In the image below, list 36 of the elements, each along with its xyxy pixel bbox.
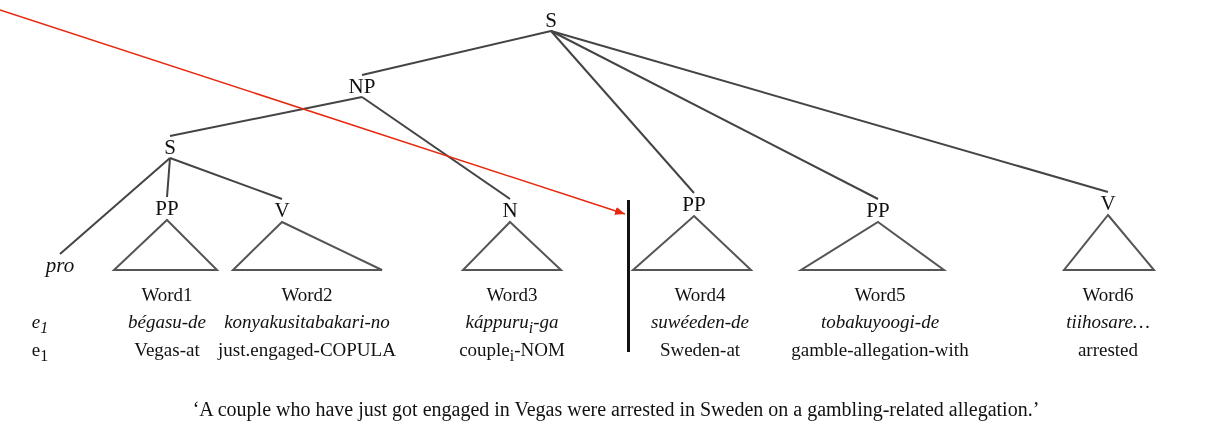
tree-branch: [550, 30, 879, 200]
gloss-text: e$_{1}$: [31, 339, 49, 366]
translation-caption: ‘A couple who have just got engaged in Vegas were arrested in Sweden on a gambling-related allegation.’: [191, 398, 1041, 421]
divider-bar: [627, 200, 630, 352]
gloss-text: e$_{1}$: [31, 311, 49, 338]
gloss-text: just.engaged-COPULA: [218, 339, 396, 361]
word-label: Word4: [674, 284, 726, 306]
tree-branch: [59, 157, 171, 255]
word-label: Word5: [854, 284, 906, 306]
gloss-text: bégasu-de: [127, 311, 207, 333]
gloss-text: arrested: [1077, 339, 1139, 361]
tree-branch: [361, 96, 511, 200]
tree-branch: [361, 30, 552, 76]
arrow: [0, 9, 626, 215]
syntax-category: pro: [45, 254, 75, 276]
syntax-category: S: [545, 9, 557, 31]
gloss-text: Vegas-at: [134, 339, 200, 361]
gloss-text: Sweden-at: [659, 339, 741, 361]
gloss-text: tiihosare…: [1066, 311, 1150, 333]
word-label: Word2: [281, 284, 333, 306]
gloss-text: tobakuyoogi-de: [820, 311, 940, 333]
tree-branch: [166, 157, 171, 198]
gloss-text: couple$_{i}$-NOM: [459, 339, 565, 366]
word-label: Word6: [1082, 284, 1134, 306]
syntax-category: S: [164, 136, 176, 158]
tree-branch: [550, 30, 1109, 193]
word-label: Word1: [141, 284, 193, 306]
gloss-text: suwéeden-de: [650, 311, 750, 333]
word-label: Word3: [486, 284, 538, 306]
tree-branch: [550, 30, 695, 194]
tree-branch: [169, 157, 283, 200]
gloss-text: gamble-allegation-with: [791, 339, 969, 361]
syntax-category: NP: [348, 75, 376, 97]
gloss-text: konyakusitabakari-no: [224, 311, 390, 333]
tree-branch: [169, 96, 363, 137]
gloss-text: káppuru$_{i}$-ga: [465, 311, 559, 338]
